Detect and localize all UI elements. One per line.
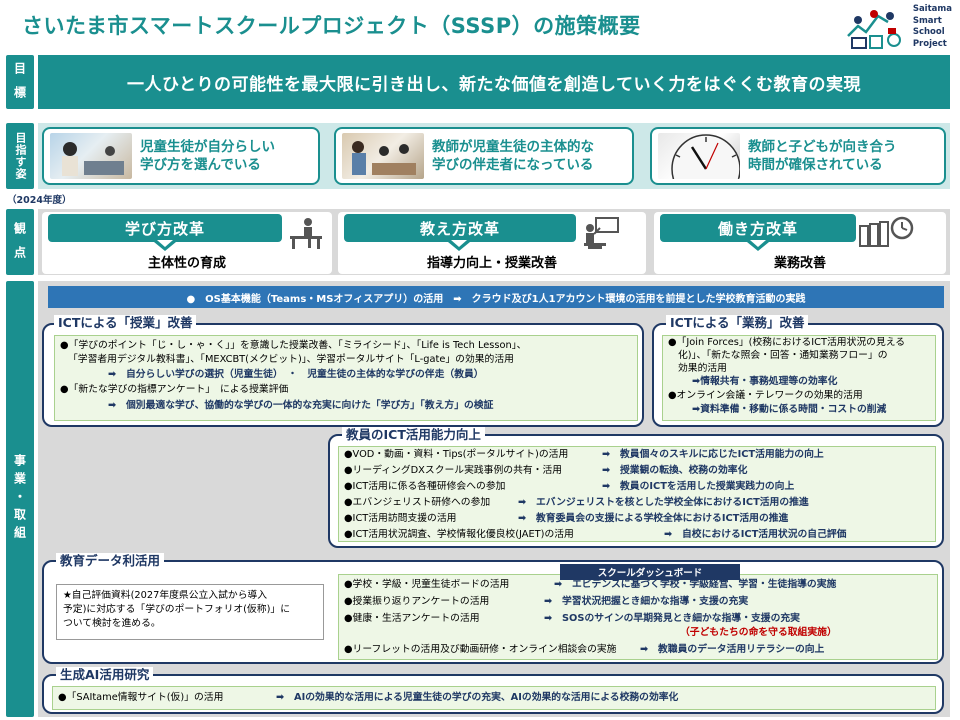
students-photo	[50, 133, 132, 179]
edu-row-left: ●授業振り返りアンケートの活用	[344, 596, 490, 607]
ict-class-line: ●「学びのポイント「じ・し・ゃ・く」」を意識した授業改善、「ミライシード」、「L…	[60, 340, 527, 351]
student-figure-icon	[62, 142, 124, 176]
sssp-logo-icon	[847, 10, 901, 49]
desk-student-icon	[290, 218, 322, 249]
viewpoint-card-1: 学び方改革 主体性の育成	[42, 212, 332, 274]
vision-card-2: 教師が児童生徒の主体的な 学びの伴走者になっている	[334, 127, 634, 185]
ict-class-box	[54, 335, 638, 421]
logo-line: Project	[912, 38, 947, 49]
goal-banner: 一人ひとりの可能性を最大限に引き出し、新たな価値を創造していく力をはぐくむ教育の…	[38, 55, 950, 109]
side-label-goal: 目 標	[6, 55, 34, 109]
ict-class-line: ➡ 個別最適な学び、協働的な学びの一体的な充実に向けた「学び方」「教え方」の検証	[108, 400, 494, 411]
os-functions-bar: ● OS基本機能（Teams・MSオフィスアプリ）の活用 ➡ クラウド及び1人1…	[48, 286, 944, 308]
ai-right: ➡ AIの効果的な活用による児童生徒の学びの充実、AIの効果的な活用による校務の…	[276, 692, 679, 703]
ict-class-heading: ICTによる「授業」改善	[54, 315, 197, 331]
viewpoint-label-1: 学び方改革	[48, 214, 282, 242]
edu-data-panel: 教育データ利活用 ★自己評価資料(2027年度県公立入試から導入 予定)に対応す…	[42, 553, 944, 664]
ict-class-line: 「学習者用デジタル教科書」、「MEXCBT(メクビット)」、学習ポータルサイト「…	[68, 354, 514, 365]
page-title: さいたま市スマートスクールプロジェクト（SSSP）の施策概要	[22, 14, 641, 38]
ict-class-line: ➡ 自分らしい学びの選択（児童生徒） ・ 児童生徒の主体的な学びの伴走（教員）	[108, 369, 484, 380]
ict-class-panel: ICTによる「授業」改善 ●「学びのポイント「じ・し・ゃ・く」」を意識した授業改…	[42, 315, 644, 427]
clock-icon	[671, 134, 740, 179]
ai-heading: 生成AI活用研究	[56, 667, 154, 683]
chevron-down-icon	[154, 240, 176, 251]
skill-row-left: ●VOD・動画・資料・Tips(ポータルサイト)の活用	[344, 449, 569, 460]
vision-text-3: 教師と子どもが向き合う 時間が確保されている	[748, 139, 897, 173]
ict-skill-panel: 教員のICT活用能力向上 ●VOD・動画・資料・Tips(ポータルサイト)の活用…	[328, 427, 944, 548]
logo-line: Saitama	[912, 4, 952, 14]
side-label-vision: 目指す姿	[6, 123, 34, 189]
edu-row-right: ➡ 学習状況把握とき細かな指導・支援の充実	[544, 596, 749, 607]
edu-row-right: ➡ 教職員のデータ活用リテラシーの向上	[640, 644, 825, 655]
edu-row-right: ➡ エビデンスに基づく学校・学級経営、学習・生徒指導の実施	[554, 579, 837, 590]
ai-left: ●「SAItame情報サイト(仮)」の活用	[58, 692, 224, 703]
viewpoint-sub-3: 業務改善	[773, 256, 826, 271]
ict-work-heading: ICTによる「業務」改善	[666, 315, 809, 331]
logo-text: Saitama Smart School Project	[913, 4, 952, 50]
skill-row-right: ➡ 教育委員会の支援による学校全体におけるICT活用の推進	[518, 513, 789, 524]
skill-row-left: ●エバンジェリスト研修への参加	[344, 497, 491, 508]
ict-work-line: ➡資料準備・移動に係る時間・コストの削減	[692, 404, 887, 415]
edu-row-right: ➡ SOSのサインの早期発見とき細かな指導・支援の充実	[544, 613, 800, 624]
logo-line: School	[912, 27, 945, 37]
viewpoint-label-2: 教え方改革	[344, 214, 576, 242]
skill-row-left: ●ICT活用に係る各種研修会への参加	[344, 481, 506, 492]
skill-row-right: ➡ 授業観の転換、校務の効率化	[602, 465, 748, 476]
edu-row-left: ●健康・生活アンケートの活用	[344, 613, 480, 624]
vision-text-2: 教師が児童生徒の主体的な 学びの伴走者になっている	[432, 139, 594, 173]
ict-work-box	[662, 335, 936, 421]
viewpoint-sub-1: 主体性の育成	[147, 256, 226, 271]
ict-skill-box	[338, 446, 936, 542]
edu-row-note: （子どもたちの命を守る取組実施）	[680, 627, 837, 638]
viewpoint-sub-2: 指導力向上・授業改善	[426, 256, 557, 271]
teacher-students-photo	[342, 133, 424, 179]
ict-class-line: ●「新たな学びの指標アンケート」 による授業評価	[60, 384, 289, 395]
sssp-logo: Saitama Smart School Project	[844, 4, 952, 52]
files-clock-icon	[859, 216, 914, 247]
vision-card-3: 教師と子どもが向き合う 時間が確保されている	[650, 127, 946, 185]
skill-row-right: ➡ エバンジェリストを核とした学校全体におけるICT活用の推進	[518, 497, 809, 508]
ict-work-line: ●オンライン会議・テレワークの効果的活用	[668, 390, 863, 401]
skill-row-right: ➡ 自校におけるICT活用状況の自己評価	[664, 529, 847, 540]
ict-work-panel: ICTによる「業務」改善 ●「Join Forces」(校務におけるICT活用状…	[652, 315, 944, 427]
year-label: （2024年度）	[7, 195, 72, 206]
edu-data-heading: 教育データ利活用	[56, 553, 165, 569]
chevron-down-icon	[747, 240, 769, 251]
skill-row-right: ➡ 教員のICTを活用した授業実践力の向上	[602, 481, 795, 492]
school-dashboard-label: スクールダッシュボード	[560, 564, 740, 580]
viewpoint-card-2: 教え方改革 指導力向上・授業改善	[338, 212, 646, 274]
side-label-viewpoint: 観 点	[6, 209, 34, 275]
vision-text-1: 児童生徒が自分らしい 学び方を選んでいる	[140, 139, 275, 173]
ict-work-line: ➡情報共有・事務処理等の効率化	[692, 376, 838, 387]
viewpoint-label-3: 働き方改革	[660, 214, 856, 242]
skill-row-left: ●リーディングDXスクール実践事例の共有・活用	[344, 465, 563, 476]
skill-row-left: ●ICT活用状況調査、学校情報化優良校(JAET)の活用	[344, 529, 574, 540]
ict-skill-heading: 教員のICT活用能力向上	[342, 427, 485, 443]
chevron-down-icon	[448, 240, 470, 251]
teacher-board-icon	[584, 217, 619, 249]
portfolio-note: ★自己評価資料(2027年度県公立入試から導入 予定)に対応する「学びのポートフ…	[56, 584, 324, 640]
edu-row-left: ●リーフレットの活用及び動画研修・オンライン相談会の実施	[344, 644, 617, 655]
skill-row-left: ●ICT活用訪問支援の活用	[344, 513, 457, 524]
edu-row-left: ●学校・学級・児童生徒ボードの活用	[344, 579, 510, 590]
ict-work-line: 化)」、「新たな照会・回答・通知業務フロー」の	[678, 350, 888, 361]
ai-box	[52, 686, 936, 710]
teacher-figure-icon	[352, 141, 416, 175]
edu-data-box	[338, 574, 938, 660]
skill-row-right: ➡ 教員個々のスキルに応じたICT活用能力の向上	[602, 449, 824, 460]
ai-panel: 生成AI活用研究 ●「SAItame情報サイト(仮)」の活用 ➡ AIの効果的な…	[42, 667, 944, 714]
ict-work-line: ●「Join Forces」(校務におけるICT活用状況の見える	[668, 337, 906, 348]
vision-card-1: 児童生徒が自分らしい 学び方を選んでいる	[42, 127, 320, 185]
clock-photo	[658, 133, 740, 179]
side-label-projects: 事業・取組	[6, 281, 34, 717]
logo-line: Smart	[912, 15, 942, 26]
viewpoint-card-3: 働き方改革 業務改善	[654, 212, 946, 274]
ict-work-line: 効果的活用	[678, 363, 727, 374]
